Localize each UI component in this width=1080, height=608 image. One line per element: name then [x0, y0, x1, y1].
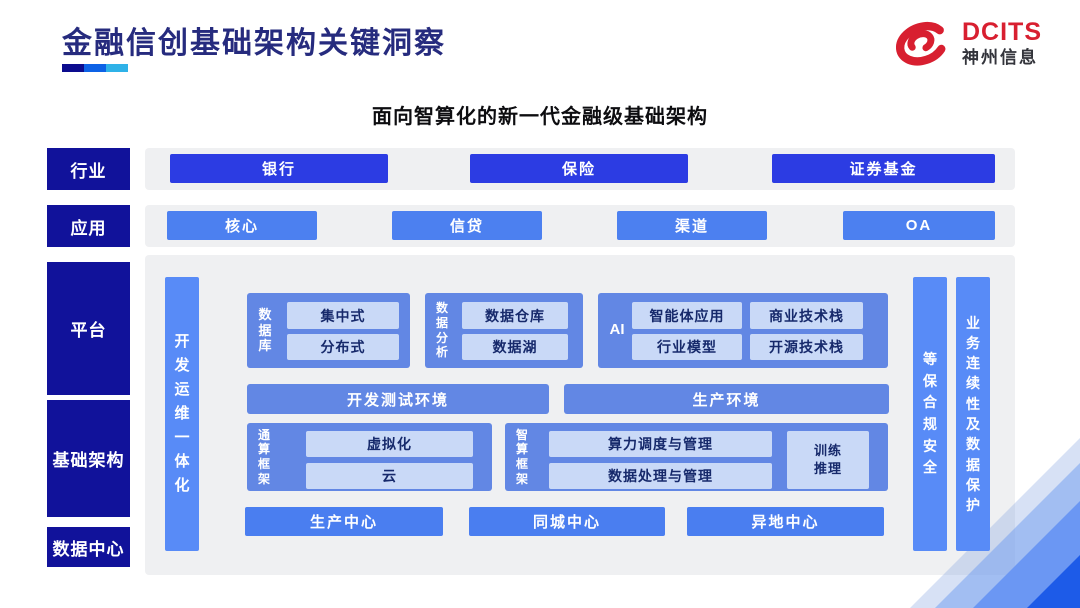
page-title: 金融信创基础架构关键洞察	[62, 27, 446, 60]
ai-compute-item-training-inference: 训练 推理	[787, 431, 869, 489]
ai-group: AI 智能体应用 商业技术栈 行业模型 开源技术栈	[598, 293, 888, 368]
center-item-same-city: 同城中心	[469, 507, 665, 536]
prod-env-bar: 生产环境	[564, 384, 889, 414]
analytics-group: 数据分析 数据仓库 数据湖	[425, 293, 583, 368]
application-item-core: 核心	[167, 211, 317, 240]
general-compute-item-virtualization: 虚拟化	[306, 431, 473, 457]
database-group: 数据库 集中式 分布式	[247, 293, 410, 368]
ai-group-label: AI	[609, 321, 625, 339]
ai-item-industry-models: 行业模型	[632, 334, 742, 360]
ai-compute-group: 智算框架 算力调度与管理 数据处理与管理 训练 推理	[505, 423, 888, 491]
general-compute-group: 通算框架 虚拟化 云	[247, 423, 492, 491]
title-underline-segment-1	[62, 64, 84, 72]
application-item-oa: OA	[843, 211, 995, 240]
continuity-vertical-bar: 业务连续性及数据保护	[956, 277, 990, 551]
dcits-company-name: 神州信息	[962, 47, 1038, 67]
corner-band-3	[973, 501, 1080, 608]
application-item-channel: 渠道	[617, 211, 767, 240]
devops-vertical-bar: 开发运维一体化	[165, 277, 199, 551]
dcits-swirl-icon	[896, 21, 946, 66]
corner-decoration	[910, 438, 1080, 608]
layer-label-infrastructure: 基础架构	[47, 400, 130, 517]
diagram-subtitle: 面向智算化的新一代金融级基础架构	[372, 106, 708, 128]
ai-compute-group-label: 智算框架	[516, 427, 529, 486]
company-logo: DCITS 神州信息	[886, 16, 1042, 70]
corner-band-4	[1027, 555, 1080, 608]
database-group-label: 数据库	[258, 306, 272, 354]
center-item-remote: 异地中心	[687, 507, 884, 536]
ai-compute-item-data-processing: 数据处理与管理	[549, 463, 772, 489]
general-compute-group-label: 通算框架	[258, 427, 271, 486]
ai-item-agent-apps: 智能体应用	[632, 302, 742, 329]
database-item-distributed: 分布式	[287, 334, 399, 360]
layer-label-datacenter: 数据中心	[47, 527, 130, 567]
layer-label-platform: 平台	[47, 262, 130, 395]
analytics-group-label: 数据分析	[436, 301, 449, 360]
center-item-production: 生产中心	[245, 507, 443, 536]
analytics-item-lake: 数据湖	[462, 334, 568, 360]
database-item-centralized: 集中式	[287, 302, 399, 329]
dev-test-env-bar: 开发测试环境	[247, 384, 549, 414]
ai-item-opensource-stack: 开源技术栈	[750, 334, 863, 360]
layer-label-application: 应用	[47, 205, 130, 247]
ai-compute-item-scheduling: 算力调度与管理	[549, 431, 772, 457]
industry-item-securities-funds: 证券基金	[772, 154, 995, 183]
dcits-brand-text: DCITS	[962, 18, 1042, 47]
ai-item-commercial-stack: 商业技术栈	[750, 302, 863, 329]
application-item-credit: 信贷	[392, 211, 542, 240]
security-vertical-bar: 等保合规安全	[913, 277, 947, 551]
industry-item-bank: 银行	[170, 154, 388, 183]
title-underline-segment-3	[106, 64, 128, 72]
analytics-item-warehouse: 数据仓库	[462, 302, 568, 329]
layer-label-industry: 行业	[47, 148, 130, 190]
industry-item-insurance: 保险	[470, 154, 688, 183]
general-compute-item-cloud: 云	[306, 463, 473, 489]
title-underline-segment-2	[84, 64, 106, 72]
